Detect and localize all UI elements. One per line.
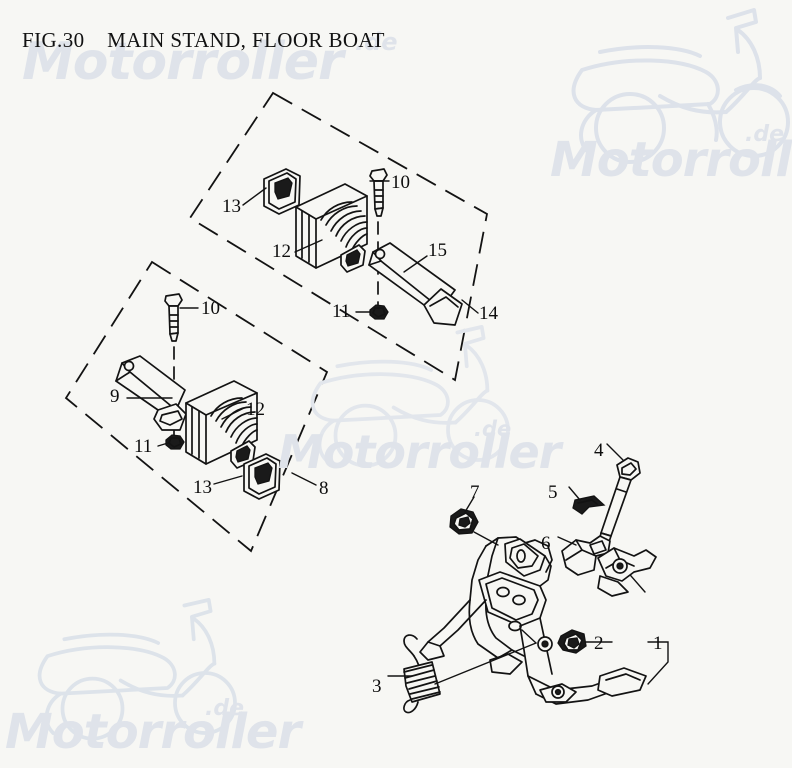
callout-14: 14: [479, 303, 498, 324]
footpeg-bolt-right: [369, 168, 388, 217]
stand-bracket: [561, 535, 657, 597]
footrest-leaders: [126, 180, 479, 486]
left-footrest-group: [64, 260, 329, 553]
footpeg-rubber-left: [185, 380, 258, 469]
right-footrest-group: [188, 91, 489, 382]
callout-13-right: 13: [222, 196, 241, 217]
leader-7: [464, 496, 475, 513]
callout-9: 9: [110, 386, 120, 407]
page-title: FIG.30 MAIN STAND, FLOOR BOAT: [22, 28, 385, 52]
leader-13-left: [213, 475, 243, 485]
callout-2: 2: [594, 633, 604, 654]
right-footpeg-arm: [368, 242, 463, 326]
right-footrest-dashed-boundary: [188, 91, 489, 382]
leader-12-left: [221, 407, 245, 420]
leader-13-right: [242, 187, 267, 206]
left-footrest-dashed-boundary: [64, 260, 329, 553]
callout-6: 6: [541, 533, 551, 554]
left-footpeg-arm: [115, 355, 187, 431]
main-stand-body: [419, 536, 647, 705]
spring-anchor-line-2: [521, 629, 537, 644]
callout-10-right: 10: [391, 172, 410, 193]
stand-nut: [557, 629, 587, 654]
leader-6: [557, 536, 577, 546]
callout-11-right: 11: [332, 301, 351, 322]
callout-11-left: 11: [134, 436, 153, 457]
callout-8: 8: [319, 478, 329, 499]
callout-3: 3: [372, 676, 382, 697]
footpeg-rubber-right: [295, 183, 368, 273]
leader-11-left: [157, 442, 169, 447]
callout-1: 1: [653, 633, 663, 654]
footpeg-end-cap-left: [243, 453, 281, 500]
return-spring: [403, 634, 441, 714]
leader-8-left: [291, 472, 317, 486]
leader-1: [647, 641, 669, 685]
stand-bushing-nut: [449, 508, 479, 535]
leader-7b: [473, 531, 499, 546]
leader-14-right: [461, 299, 479, 314]
leader-4: [606, 443, 624, 461]
main-stand-group: [387, 443, 669, 714]
footpeg-nut-left: [165, 434, 185, 450]
footpeg-nut-right: [369, 304, 389, 320]
leader-15-right: [403, 255, 428, 273]
callout-5: 5: [548, 482, 558, 503]
callout-12-left: 12: [246, 399, 265, 420]
callout-7: 7: [470, 482, 480, 503]
footpeg-end-cap-right: [263, 168, 301, 215]
leader-12-right: [294, 239, 323, 253]
pivot-bolt: [598, 457, 641, 546]
callout-15: 15: [428, 240, 447, 261]
leader-5: [568, 486, 581, 501]
spring-anchor-line: [434, 642, 537, 685]
callout-10-left: 10: [201, 298, 220, 319]
cotter-clip: [572, 495, 606, 515]
callout-13-left: 13: [193, 477, 212, 498]
callout-12-right: 12: [272, 241, 291, 262]
footpeg-bolt-left: [164, 293, 183, 342]
callout-4: 4: [594, 440, 604, 461]
